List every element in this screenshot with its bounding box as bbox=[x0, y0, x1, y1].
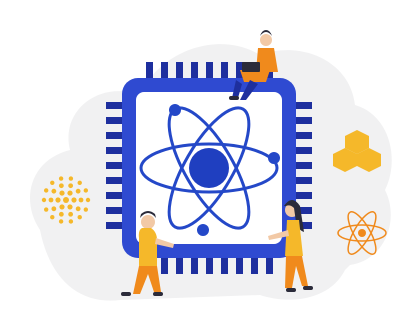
chip-pins-bottom bbox=[146, 256, 273, 274]
chip-pin bbox=[106, 102, 124, 109]
chip-pin bbox=[294, 117, 312, 124]
chip-pin bbox=[236, 256, 243, 274]
dot bbox=[77, 215, 82, 220]
chip-pin bbox=[294, 162, 312, 169]
electron bbox=[268, 152, 280, 164]
dot bbox=[51, 206, 57, 212]
dot bbox=[78, 197, 84, 203]
dot bbox=[68, 211, 74, 217]
radial-dots-icon bbox=[41, 176, 91, 224]
dot bbox=[51, 188, 57, 194]
dot bbox=[58, 211, 64, 217]
atom-nucleus bbox=[189, 148, 229, 188]
dot bbox=[77, 180, 82, 185]
chip-pins-left bbox=[106, 102, 124, 229]
dot bbox=[68, 219, 74, 224]
man-standing bbox=[121, 211, 174, 296]
dot bbox=[67, 204, 73, 210]
dot bbox=[41, 197, 47, 203]
dot bbox=[43, 207, 49, 212]
woman-standing bbox=[268, 200, 313, 292]
dot bbox=[58, 183, 64, 189]
dot bbox=[85, 197, 91, 203]
dot bbox=[71, 197, 77, 203]
dot bbox=[50, 180, 55, 185]
chip-pin bbox=[176, 62, 183, 80]
chip-pin bbox=[266, 256, 273, 274]
person-sitting-with-laptop bbox=[229, 30, 278, 100]
chip-pin bbox=[294, 192, 312, 199]
chip-pin bbox=[221, 256, 228, 274]
dot bbox=[58, 176, 64, 181]
dot bbox=[55, 197, 61, 203]
chip-pin bbox=[191, 256, 198, 274]
chip-pin bbox=[176, 256, 183, 274]
dot bbox=[75, 188, 81, 194]
electron bbox=[197, 224, 209, 236]
chip-pin bbox=[106, 117, 124, 124]
dot bbox=[67, 190, 73, 196]
dot bbox=[75, 206, 81, 212]
dot bbox=[58, 219, 64, 224]
chip-pin bbox=[294, 177, 312, 184]
dot bbox=[48, 197, 54, 203]
electron bbox=[169, 104, 181, 116]
cubes-icon bbox=[333, 130, 381, 172]
dot bbox=[59, 204, 65, 210]
chip-pin bbox=[106, 147, 124, 154]
chip-pin bbox=[206, 62, 213, 80]
chip-pin bbox=[161, 256, 168, 274]
chip-pin bbox=[221, 62, 228, 80]
chip-pin bbox=[251, 256, 258, 274]
dot bbox=[63, 197, 69, 203]
chip-pin bbox=[106, 222, 124, 229]
chip-pin bbox=[106, 162, 124, 169]
dot bbox=[83, 207, 89, 212]
dot bbox=[43, 188, 49, 193]
atom-icon bbox=[139, 104, 280, 236]
dot bbox=[50, 215, 55, 220]
chip-pin bbox=[161, 62, 168, 80]
chip-pin bbox=[191, 62, 198, 80]
small-atom-icon bbox=[337, 211, 387, 255]
chip-pin bbox=[294, 132, 312, 139]
chip-pin bbox=[294, 207, 312, 214]
chip-pin bbox=[106, 177, 124, 184]
chip-pin bbox=[206, 256, 213, 274]
chip-pin bbox=[146, 62, 153, 80]
dot bbox=[83, 188, 89, 193]
chip-pin bbox=[106, 132, 124, 139]
dot bbox=[59, 190, 65, 196]
chip-pin bbox=[236, 62, 243, 80]
chip-pin bbox=[294, 102, 312, 109]
chip-pin bbox=[106, 207, 124, 214]
dot bbox=[68, 176, 74, 181]
chip-pin bbox=[106, 192, 124, 199]
chip-pin bbox=[294, 147, 312, 154]
dot bbox=[68, 183, 74, 189]
